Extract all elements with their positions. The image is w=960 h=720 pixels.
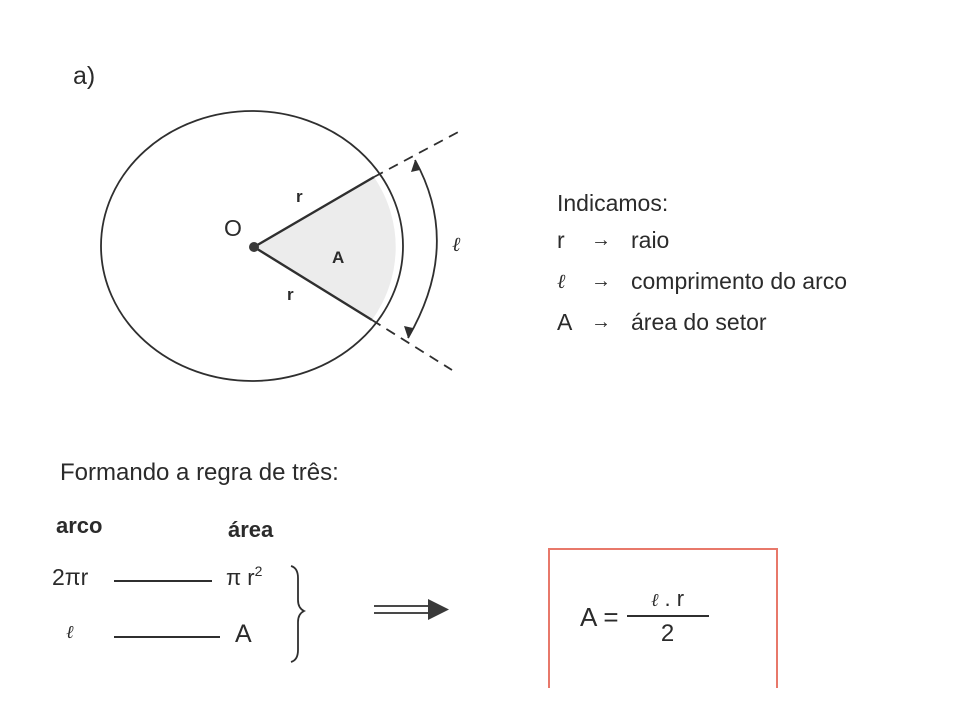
column-header-arc: arco — [56, 513, 103, 538]
legend-title: Indicamos: — [557, 189, 669, 216]
legend-description: área do setor — [631, 309, 767, 335]
radius-lower — [253, 245, 373, 322]
legend-description: comprimento do arco — [631, 268, 848, 294]
center-label: O — [224, 215, 242, 241]
circle — [100, 110, 404, 382]
result-box — [548, 548, 778, 688]
sector-area-formula: A = ℓ . r 2 — [580, 586, 709, 648]
arc-length-indicator — [407, 159, 438, 339]
legend-item-radius: r → raio — [557, 220, 847, 261]
radius-label-upper: r — [296, 187, 303, 206]
right-brace-icon — [290, 565, 307, 663]
right-arrow-icon: → — [591, 270, 611, 292]
radius-label-lower: r — [287, 285, 294, 304]
area-exponent: 2 — [254, 563, 263, 579]
area-base: π r — [226, 565, 255, 590]
radius-upper — [253, 175, 375, 249]
right-arrow-icon: → — [591, 311, 611, 333]
arc-arrowhead-bottom — [404, 326, 413, 338]
fraction: ℓ . r 2 — [626, 586, 709, 648]
part-label: a) — [73, 62, 96, 90]
formula-lhs: A — [580, 601, 598, 632]
row1-arc-value: 2πr — [52, 564, 89, 590]
fraction-denominator: 2 — [660, 620, 675, 647]
legend: Indicamos: r → raio ℓ → comprimento do a… — [557, 186, 847, 343]
fraction-bar — [626, 615, 709, 617]
correspondence-line — [114, 636, 220, 638]
arc-label: ℓ — [452, 232, 461, 256]
legend-description: raio — [631, 227, 670, 253]
sector-label: A — [332, 248, 344, 267]
equals-sign: = — [603, 601, 619, 632]
row2-arc-value: ℓ — [66, 622, 74, 643]
implies-arrow-icon — [374, 599, 449, 620]
legend-symbol: ℓ — [557, 269, 566, 293]
numerator-ell: ℓ — [650, 590, 659, 611]
correspondence-line — [114, 580, 212, 582]
row2-area-value: A — [235, 620, 252, 648]
legend-symbol: r — [557, 227, 565, 253]
legend-item-arc-length: ℓ → comprimento do arco — [557, 261, 847, 302]
arc-arrowhead-top — [411, 160, 420, 172]
legend-symbol: A — [557, 309, 573, 335]
fraction-numerator: ℓ . r — [645, 586, 690, 612]
legend-item-sector-area: A → área do setor — [557, 302, 847, 343]
numerator-rest: . r — [658, 586, 685, 611]
row1-area-value: π r2 — [226, 563, 262, 591]
column-header-area: área — [228, 517, 274, 542]
sector-area — [254, 177, 396, 320]
center-point — [249, 242, 259, 252]
rule-of-three-title: Formando a regra de três: — [60, 459, 339, 486]
right-arrow-icon: → — [591, 229, 611, 251]
